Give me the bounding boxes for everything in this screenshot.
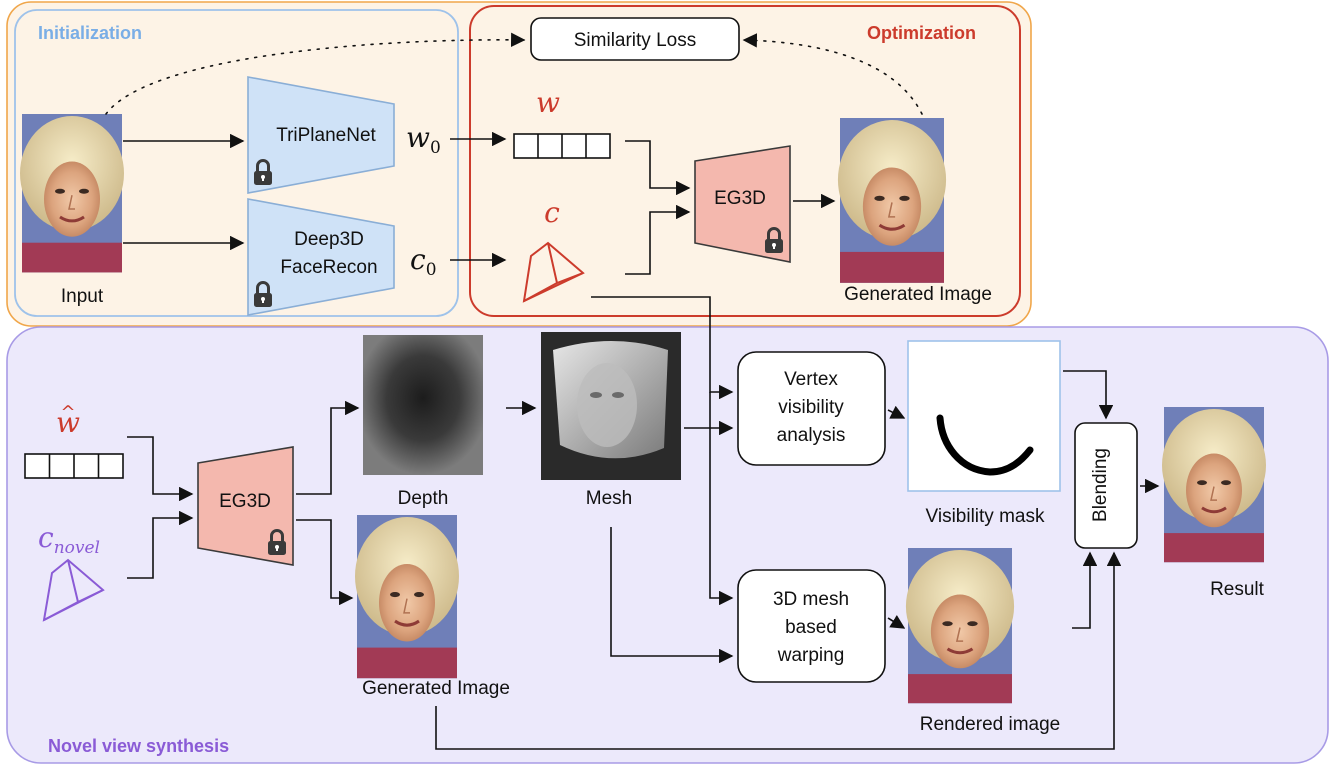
visibility-mask-label: Visibility mask [926,506,1045,527]
w-latent-vector [513,133,611,159]
similarity-loss-box [530,17,740,61]
w0-symbol: w0 [406,121,441,158]
novel-camera-pose-icon [42,558,105,622]
c-symbol: c [544,196,560,229]
w-hat-symbol: w [56,406,80,439]
w-hat-latent-vector [24,453,124,479]
deep3d-label-line2: FaceRecon [280,257,377,278]
triplanenet-encoder [247,76,395,194]
generated-image-bottom-label: Generated Image [362,678,510,699]
c-novel-symbol: cnovel [38,521,100,558]
result-image [1160,405,1268,564]
mesh-warping-line2: based [785,617,837,638]
input-label: Input [61,286,104,307]
generated-image-top [836,116,948,285]
input-face-image [18,112,126,274]
vertex-visibility-line3: analysis [777,425,846,446]
generated-image-bottom [353,513,461,680]
generated-image-top-label: Generated Image [844,284,992,305]
c0-symbol: c0 [410,243,437,280]
vertex-visibility-box [737,351,886,466]
mesh-warping-line3: warping [777,645,845,666]
w-symbol: w [536,86,560,119]
eg3d-top-label: EG3D [714,188,766,209]
eg3d-generator-bottom [197,446,294,566]
rendered-image [904,546,1016,705]
eg3d-generator-top [694,145,791,263]
similarity-loss-label: Similarity Loss [574,30,696,51]
visibility-mask-image [907,340,1061,492]
vertex-visibility-line1: Vertex [784,369,838,390]
camera-pose-icon [522,241,585,303]
initialization-title: Initialization [38,23,142,43]
deep3d-encoder [247,198,395,316]
vertex-visibility-line2: visibility [778,397,844,418]
w-hat-accent: ^ [60,402,75,423]
optimization-title: Optimization [867,23,976,43]
rendered-image-label: Rendered image [920,714,1060,735]
mesh-warping-line1: 3D mesh [773,589,849,610]
triplanenet-label: TriPlaneNet [276,125,376,146]
blending-label: Blending [1090,448,1111,522]
deep3d-label-line1: Deep3D [294,229,364,250]
mesh-label: Mesh [586,488,632,509]
novel-view-synthesis-title: Novel view synthesis [48,736,229,756]
result-label: Result [1210,579,1265,600]
blending-box [1074,422,1138,549]
visibility-mask-curve [936,414,1034,476]
mesh-image [541,332,681,480]
depth-label: Depth [398,488,449,509]
mesh-warping-box [737,569,886,683]
eg3d-bottom-label: EG3D [219,491,271,512]
depth-map-image [363,335,483,475]
